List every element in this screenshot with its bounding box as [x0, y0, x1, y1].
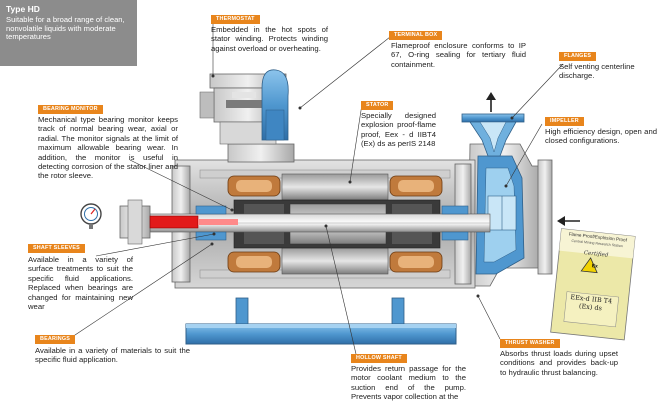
thermostat-tag: THERMOSTAT: [211, 15, 260, 24]
thermostat-desc: Embedded in the hot spots of stator wind…: [211, 25, 328, 53]
leader-lines: [71, 20, 564, 355]
certificate-rating: EEx-d IIB T4 (Ex) ds: [570, 293, 613, 312]
flanges-desc: Self venting centerline discharge.: [559, 62, 635, 81]
bearings-tag: BEARINGS: [35, 335, 76, 344]
stator-tag: STATOR: [361, 101, 394, 110]
bearings: [195, 205, 469, 241]
stator-winding: [227, 175, 443, 273]
hollow-shaft-desc: Provides return passage for the motor co…: [351, 364, 466, 402]
impeller-desc: High efficiency design, open and closed …: [545, 127, 657, 146]
type-description: Suitable for a broad range of clean, non…: [6, 15, 125, 42]
shaft-sleeves-tag: SHAFT SLEEVES: [28, 244, 85, 253]
thrust-washer-tag: THRUST WASHER: [500, 339, 560, 348]
shaft-sleeves-desc: Available in a variety of surface treatm…: [28, 255, 133, 312]
certificate-card: [550, 228, 636, 341]
flanges-tag: FLANGES: [559, 52, 597, 61]
discharge-flange: [461, 113, 525, 157]
bearing-monitor-desc: Mechanical type bearing monitor keeps tr…: [38, 115, 178, 181]
type-title: Type HD: [6, 4, 40, 14]
pump-casing: [467, 143, 553, 287]
suction-arrow: [557, 216, 580, 226]
base-skid: [185, 297, 457, 345]
type-box: Type HD Suitable for a broad range of cl…: [0, 0, 137, 66]
impeller-tag: IMPELLER: [545, 117, 584, 126]
certificate-signature: Certified: [583, 250, 609, 259]
bearing-monitor-device: [119, 199, 238, 245]
bearing-monitor-tag: BEARING MONITOR: [38, 105, 103, 114]
stator-desc: Specially designed explosion proof-flame…: [361, 111, 436, 149]
thermostat-sensor: [261, 69, 289, 141]
terminal-box-tag: TERMINAL BOX: [389, 31, 443, 40]
certificate-text: Flame Proof/Explosion Proof Central Mini…: [551, 229, 635, 340]
stator-core: [281, 173, 389, 275]
hollow-shaft-tag: HOLLOW SHAFT: [351, 354, 407, 363]
gauge-icon: [80, 203, 102, 229]
discharge-arrow: [486, 92, 496, 112]
certificate-mark: Ex: [591, 263, 599, 270]
terminal-box-desc: Flameproof enclosure conforms to IP 67, …: [391, 41, 526, 69]
thrust-washer-desc: Absorbs thrust loads during upset condit…: [500, 349, 618, 377]
bearings-desc: Available in a variety of materials to s…: [35, 346, 190, 365]
hollow-shaft: [149, 213, 491, 233]
